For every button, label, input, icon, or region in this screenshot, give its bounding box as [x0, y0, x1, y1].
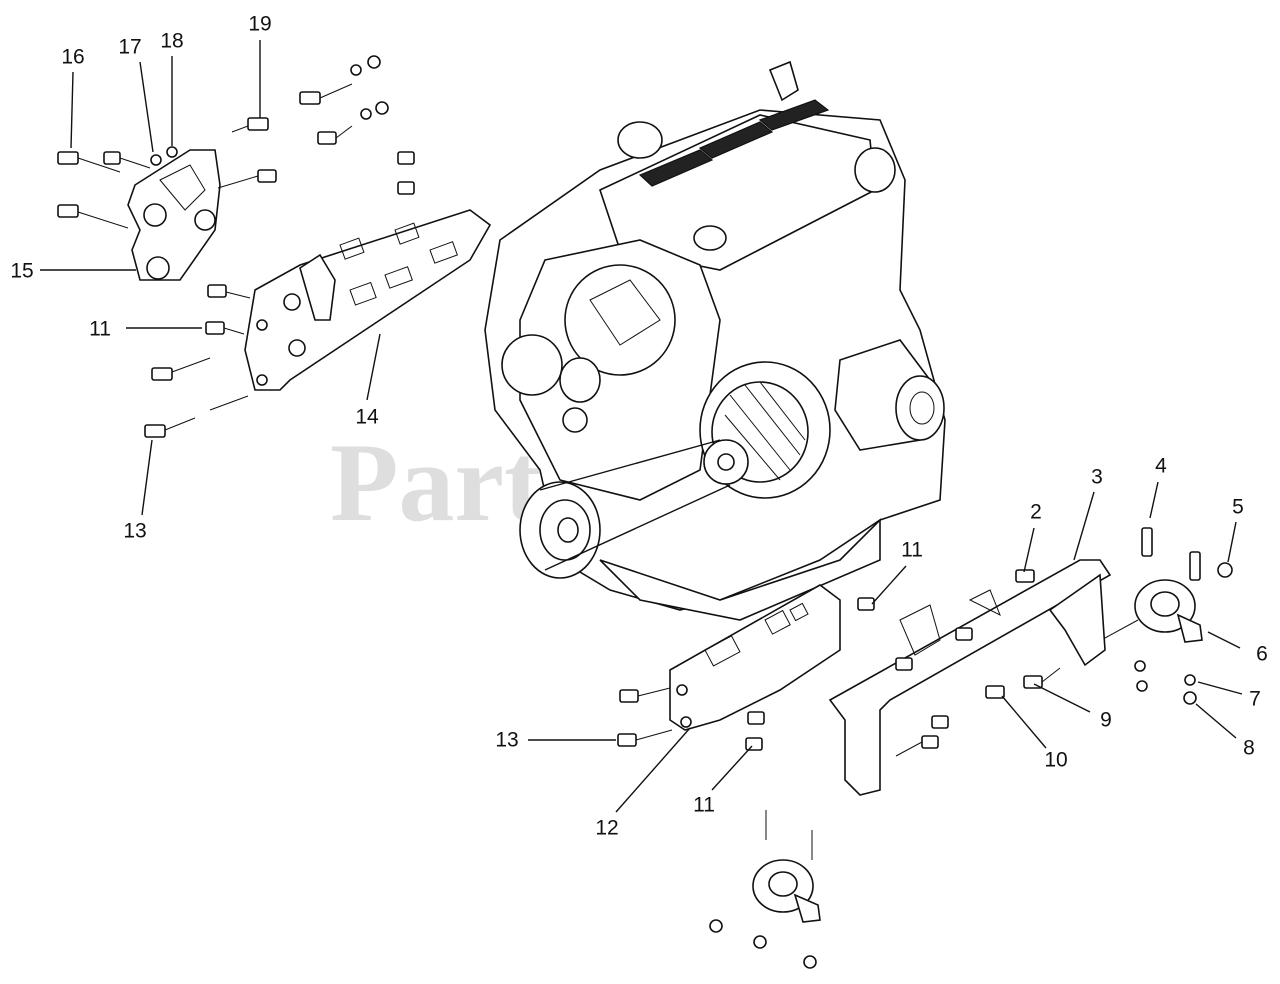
callout-leader-c17 [139, 61, 154, 153]
callout-label-c13b: 13 [495, 729, 518, 752]
callout-leader-c2 [1023, 527, 1035, 573]
callout-leader-c14 [366, 333, 381, 401]
callout-leader-c8 [1195, 703, 1237, 739]
callout-leader-c4 [1149, 481, 1159, 519]
callout-label-c13a: 13 [123, 520, 146, 543]
callout-label-c16: 16 [61, 46, 84, 69]
mount-isolator-6 [1134, 579, 1203, 643]
callout-leader-c16 [70, 71, 74, 149]
left-engine-plate-14 [244, 209, 492, 391]
callout-label-c5: 5 [1232, 496, 1244, 519]
engine-assembly [484, 60, 946, 621]
callout-label-c14: 14 [355, 406, 379, 429]
callout-leader-c7 [1197, 681, 1243, 695]
right-fasteners [617, 527, 1233, 757]
callout-label-c11c: 11 [693, 794, 715, 817]
callout-label-c8: 8 [1243, 737, 1255, 760]
callout-label-c2: 2 [1030, 501, 1042, 524]
callout-leader-c6 [1207, 631, 1241, 649]
callout-leader-c3 [1073, 491, 1095, 561]
callout-leader-c12 [615, 727, 691, 813]
callout-label-c6: 6 [1256, 643, 1268, 666]
callout-leader-c5 [1227, 521, 1237, 563]
callout-leader-c10 [1001, 695, 1047, 749]
callout-labels: 16 17 18 19 15 11 14 13 2 3 4 5 6 7 8 9 10 11 13 12 11 [10, 13, 1268, 840]
callout-label-c10: 10 [1044, 749, 1067, 772]
callout-label-c3: 3 [1091, 466, 1103, 489]
callout-label-c18: 18 [160, 30, 183, 53]
callout-leader-c13a [141, 439, 153, 516]
callout-label-c12: 12 [595, 817, 618, 840]
right-mount-bracket-12 [669, 584, 841, 731]
callout-leader-c11c [711, 745, 753, 791]
callout-leader-c11b [871, 565, 907, 605]
callout-label-c4: 4 [1155, 455, 1167, 478]
left-fasteners [57, 55, 415, 438]
callout-label-c11a: 11 [89, 318, 111, 341]
lower-mount-isolator [709, 810, 821, 969]
callout-label-c9: 9 [1100, 709, 1112, 732]
left-mount-bracket-15 [127, 149, 221, 281]
callout-label-c17: 17 [118, 36, 141, 59]
callout-label-c15: 15 [10, 260, 33, 283]
callout-leader-c9 [1033, 683, 1091, 713]
callout-label-c7: 7 [1249, 688, 1261, 711]
crossmember-3 [828, 559, 1112, 796]
callout-label-c19: 19 [248, 13, 271, 36]
callout-label-c11b: 11 [901, 539, 923, 562]
